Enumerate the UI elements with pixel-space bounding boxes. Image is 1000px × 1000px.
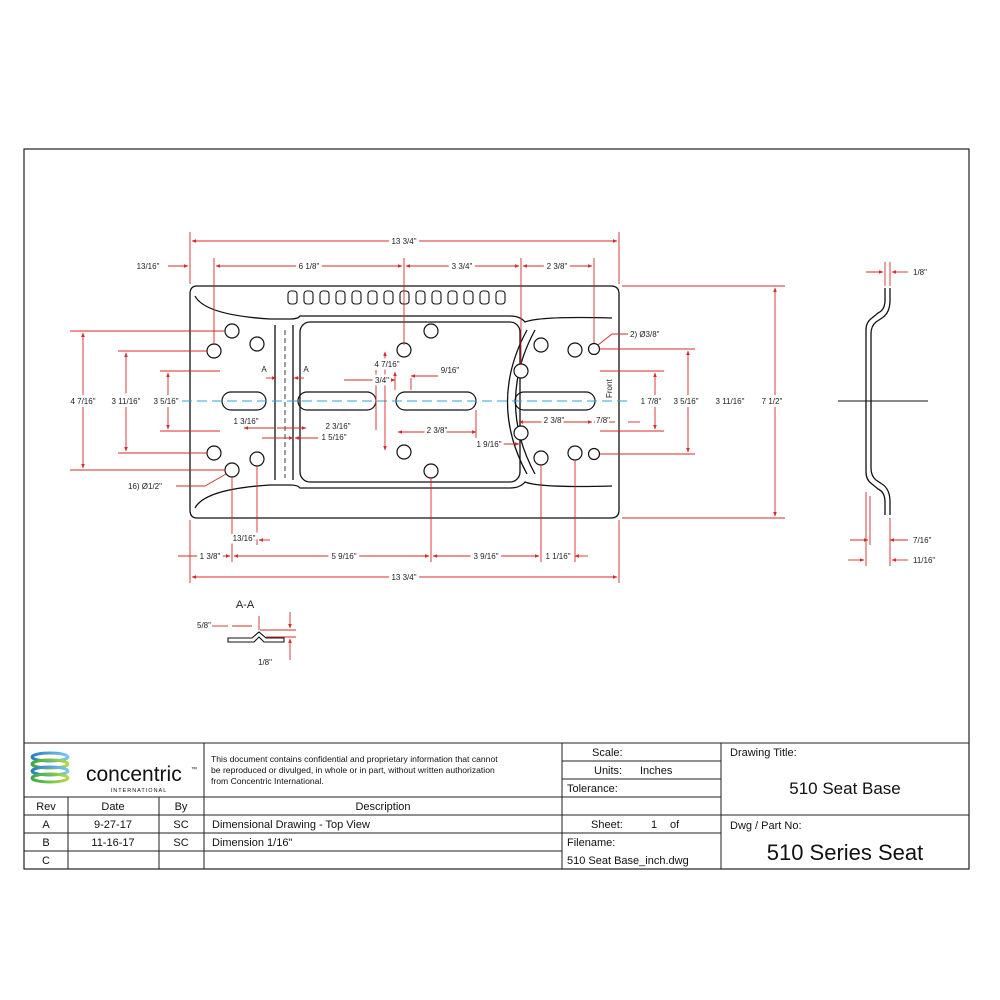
confidential-line-1: This document contains confidential and …	[211, 754, 498, 764]
dim-overall-top: 13 3/4"	[391, 237, 416, 246]
description-cell: Dimension 1/16"	[212, 837, 292, 849]
header-description: Description	[355, 801, 410, 813]
dim-3-3-4: 3 3/4"	[452, 262, 473, 271]
side-view-dims	[848, 262, 908, 566]
tolerance-label: Tolerance:	[567, 783, 618, 795]
dimension-lines	[70, 232, 785, 583]
date-cell: 11-16-17	[91, 837, 134, 849]
dim-3-5-16-left: 3 5/16"	[153, 397, 178, 406]
dim-left-offset: 13/16"	[137, 262, 160, 271]
company-logo: concentric ™ INTERNATIONAL	[30, 751, 197, 794]
logo-mark	[30, 751, 70, 784]
dim-2-3-16: 2 3/16"	[325, 422, 350, 431]
front-label: Front	[605, 379, 614, 398]
rev-cell: A	[42, 819, 50, 831]
logo-tm: ™	[191, 766, 197, 773]
header-date: Date	[101, 801, 124, 813]
date-cell: 9-27-17	[94, 819, 132, 831]
section-dim-1-8: 1/8"	[258, 658, 272, 667]
dim-6-1-8: 6 1/8"	[299, 262, 320, 271]
dim-1-7-8: 1 7/8"	[641, 397, 662, 406]
confidential-line-2: be reproduced or divulged, in whole or i…	[211, 765, 495, 775]
dim-2-3-8-a: 2 3/8"	[427, 426, 448, 435]
top-slots	[287, 290, 506, 305]
dim-1-1-16: 1 1/16"	[545, 552, 570, 561]
dim-3-11-16-right: 3 11/16"	[716, 397, 745, 406]
title-block	[24, 742, 969, 869]
units-value: Inches	[640, 765, 673, 777]
sheet-label: Sheet:	[591, 819, 623, 831]
side-dim-1-8: 1/8"	[913, 268, 927, 277]
sheet-border	[23, 148, 970, 870]
section-mark-right: A	[303, 365, 309, 374]
side-dim-11-16: 11/16"	[913, 556, 935, 565]
logo-sub: INTERNATIONAL	[111, 788, 168, 794]
dim-4-7-16-inner: 4 7/16"	[374, 360, 399, 369]
dim-13-16-bottom: 13/16"	[233, 534, 256, 543]
revision-row: A 9-27-17 SC Dimensional Drawing - Top V…	[42, 819, 370, 831]
callout-small-holes: 2) Ø3/8"	[630, 330, 660, 339]
rev-cell: C	[42, 855, 50, 867]
drawing-title: 510 Seat Base	[789, 779, 901, 798]
confidential-line-3: from Concentric International.	[211, 776, 324, 786]
dim-3-5-16-right: 3 5/16"	[673, 397, 698, 406]
header-rev: Rev	[36, 801, 56, 813]
dimension-labels: 13 3/4" 13/16" 6 1/8" 3 3/4" 2 3/8" 4 7/…	[67, 234, 935, 667]
dim-2-3-8-b: 2 3/8"	[544, 416, 565, 425]
by-cell: SC	[173, 819, 188, 831]
dim-3-11-16-left: 3 11/16"	[112, 397, 141, 406]
dim-1-9-16: 1 9/16"	[476, 440, 501, 449]
dim-1-5-16: 1 5/16"	[321, 433, 346, 442]
dim-overall-bottom: 13 3/4"	[391, 573, 416, 582]
dwg-value: 510 Series Seat	[767, 840, 924, 865]
header-by: By	[175, 801, 188, 813]
dim-9-16: 9/16"	[441, 366, 460, 375]
side-dim-7-16: 7/16"	[913, 536, 932, 545]
section-a-a	[212, 612, 296, 660]
dim-1-3-16: 1 3/16"	[233, 417, 258, 426]
sheet-value: 1	[651, 819, 657, 831]
by-cell: SC	[173, 837, 188, 849]
section-title: A-A	[236, 599, 255, 611]
units-label: Units:	[594, 765, 622, 777]
dim-7-1-2: 7 1/2"	[762, 397, 783, 406]
sheet-of: of	[670, 819, 680, 831]
dim-5-9-16: 5 9/16"	[331, 552, 356, 561]
logo-text: concentric	[86, 763, 182, 786]
dim-3-4: 3/4"	[375, 376, 389, 385]
scale-label: Scale:	[592, 747, 623, 759]
filename-label: Filename:	[567, 837, 615, 849]
dwg-label: Dwg / Part No:	[730, 820, 802, 832]
dim-3-9-16: 3 9/16"	[473, 552, 498, 561]
revision-row: C	[42, 855, 50, 867]
dim-1-3-8: 1 3/8"	[200, 552, 221, 561]
dim-7-8: 7/8"	[596, 416, 610, 425]
section-mark-left: A	[261, 365, 267, 374]
filename-value: 510 Seat Base_inch.dwg	[567, 855, 689, 867]
rev-cell: B	[42, 837, 49, 849]
dim-2-3-8-top: 2 3/8"	[547, 262, 568, 271]
drawing-title-label: Drawing Title:	[730, 747, 797, 759]
dim-4-7-16-left: 4 7/16"	[70, 397, 95, 406]
section-dim-5-8: 5/8"	[197, 621, 211, 630]
description-cell: Dimensional Drawing - Top View	[212, 819, 370, 831]
callout-large-holes: 16) Ø1/2"	[128, 482, 162, 491]
top-view-plate	[189, 285, 620, 519]
revision-row: B 11-16-17 SC Dimension 1/16"	[42, 837, 292, 849]
